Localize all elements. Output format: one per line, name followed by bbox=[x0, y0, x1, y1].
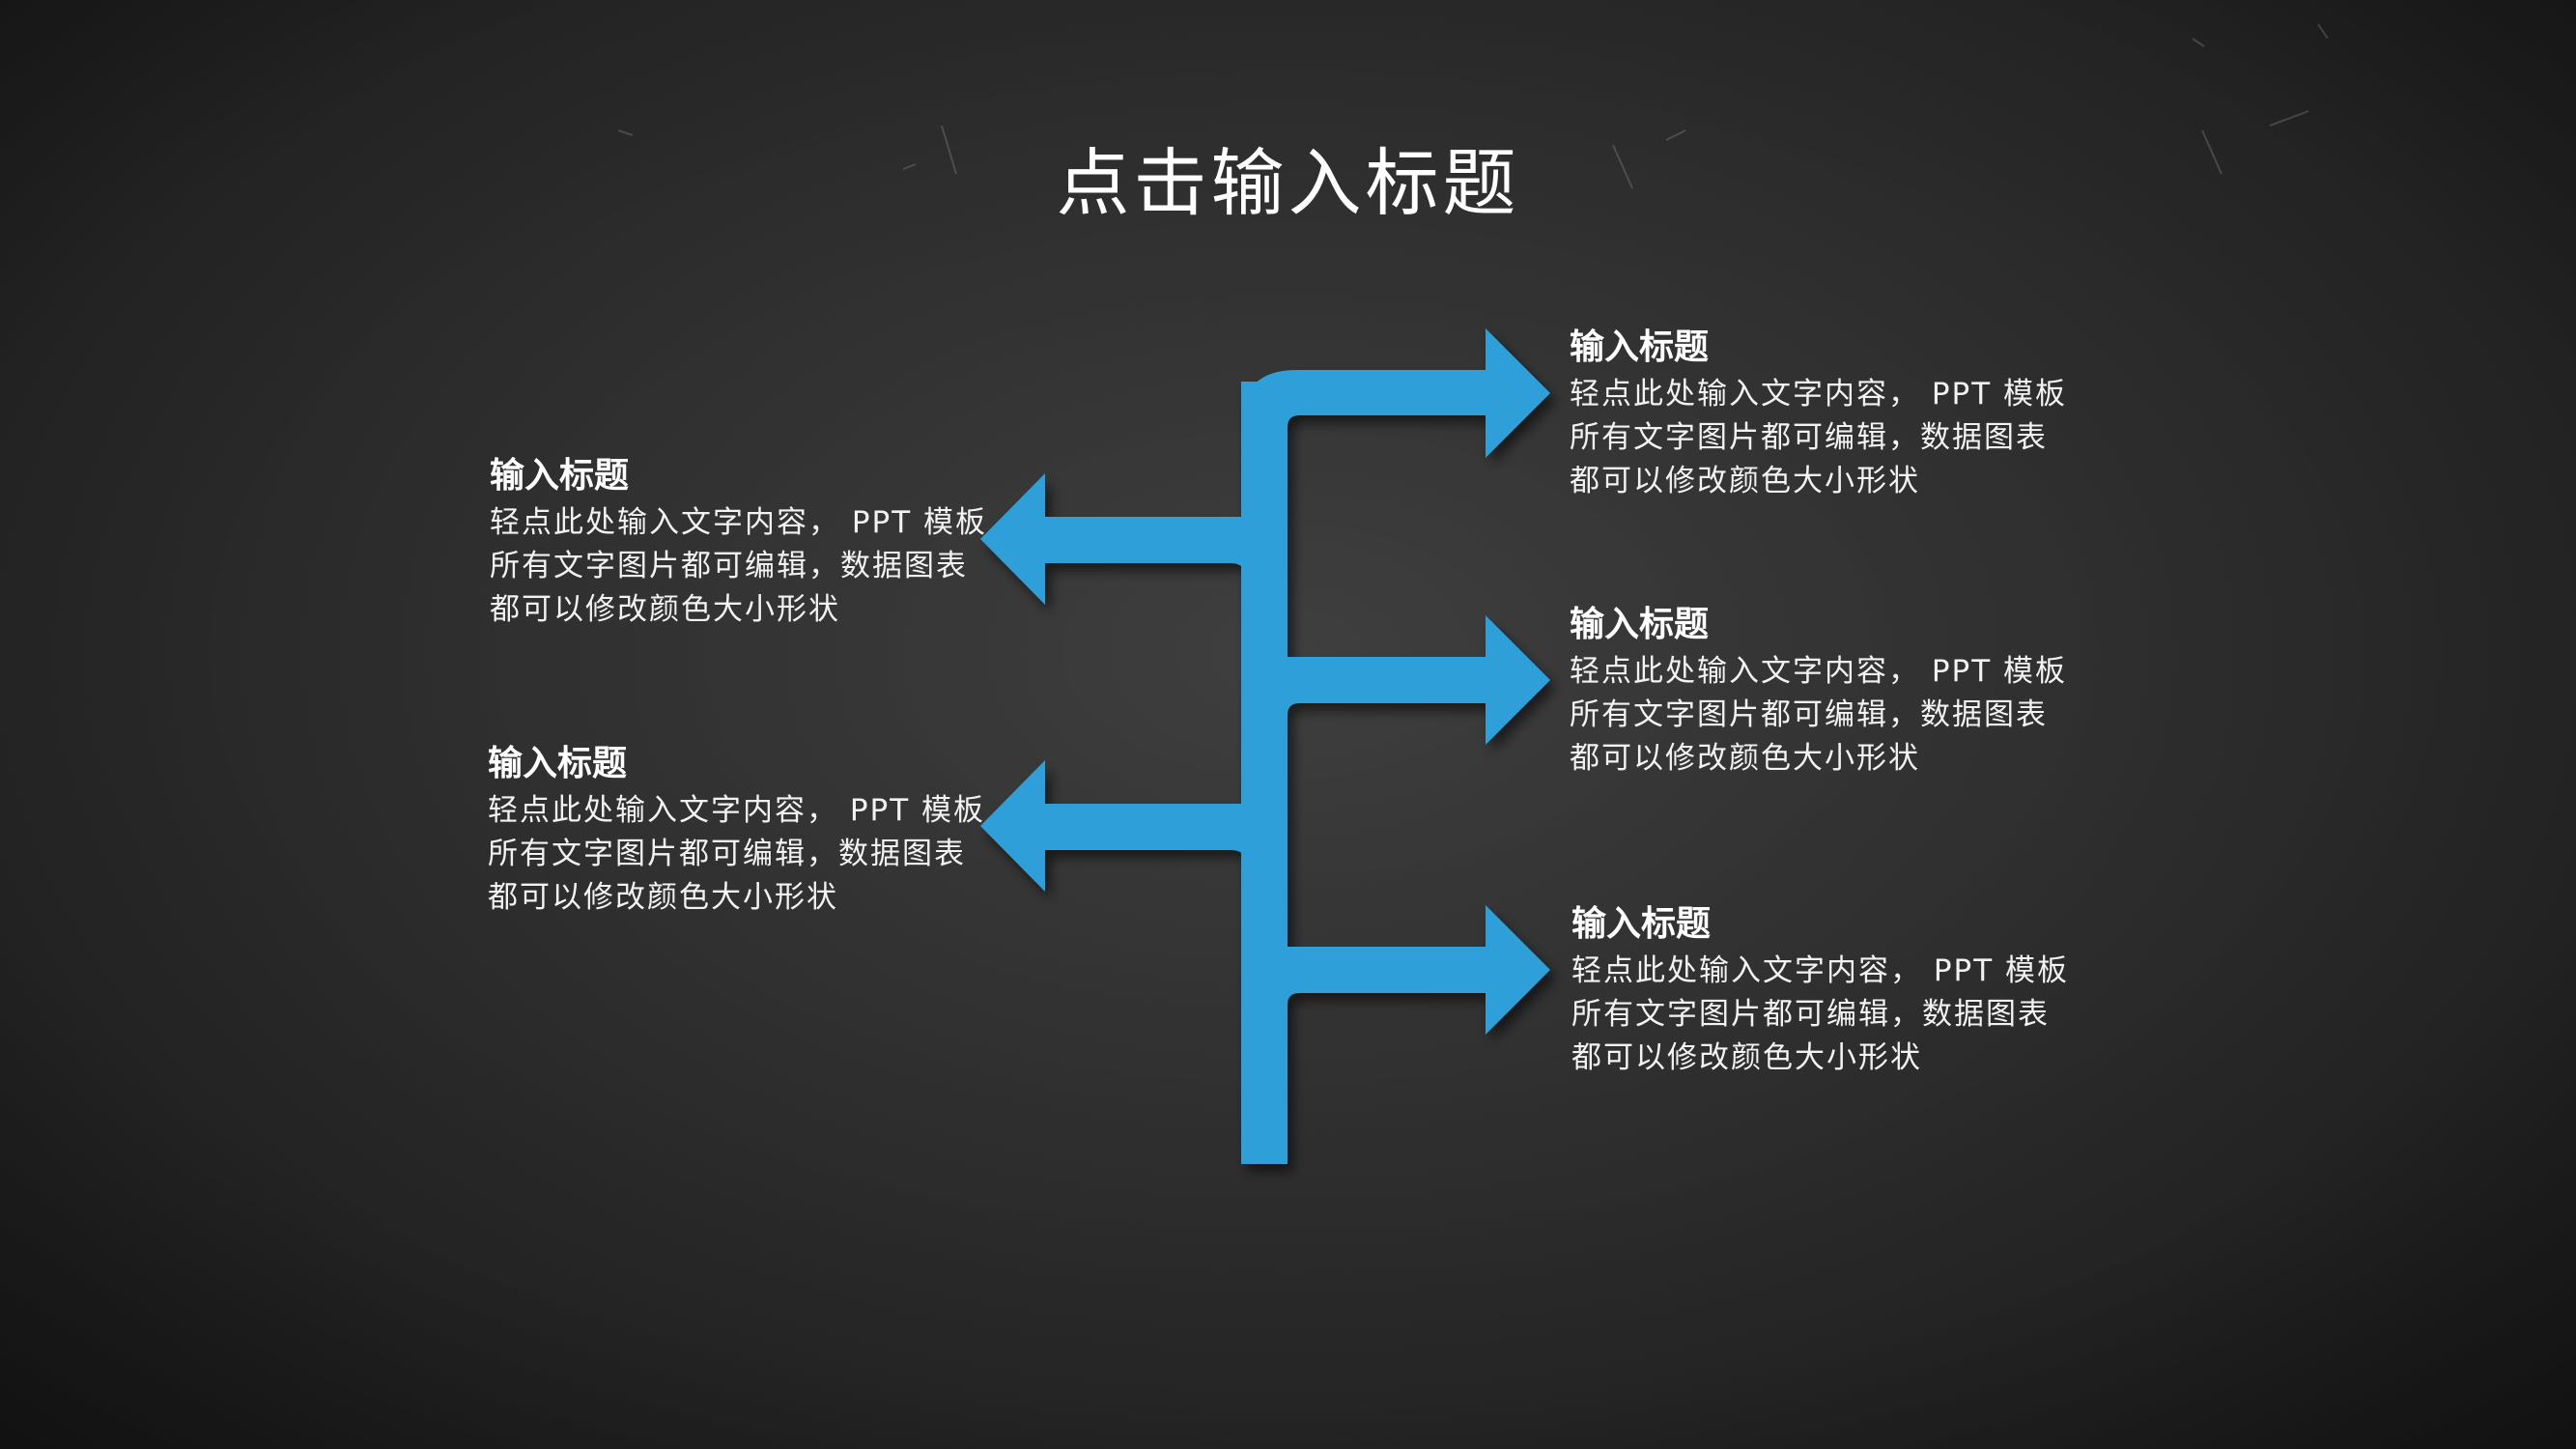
item-body: 轻点此处输入文字内容， PPT 模板所有文字图片都可编辑，数据图表都可以修改颜色… bbox=[488, 793, 986, 915]
text-block-right-middle[interactable]: 输入标题 轻点此处输入文字内容， PPT 模板所有文字图片都可编辑，数据图表都可… bbox=[1570, 602, 2072, 781]
arrowhead-upper-left bbox=[980, 473, 1045, 605]
trunk-stem bbox=[1241, 382, 1288, 1164]
text-block-left-lower[interactable]: 输入标题 轻点此处输入文字内容， PPT 模板所有文字图片都可编辑，数据图表都可… bbox=[488, 741, 990, 920]
item-body: 轻点此处输入文字内容， PPT 模板所有文字图片都可编辑，数据图表都可以修改颜色… bbox=[1570, 654, 2068, 776]
item-body: 轻点此处输入文字内容， PPT 模板所有文字图片都可编辑，数据图表都可以修改颜色… bbox=[1571, 953, 2070, 1075]
item-heading: 输入标题 bbox=[1570, 327, 1710, 367]
text-block-right-bottom[interactable]: 输入标题 轻点此处输入文字内容， PPT 模板所有文字图片都可编辑，数据图表都可… bbox=[1571, 901, 2074, 1080]
item-heading: 输入标题 bbox=[1571, 904, 1712, 944]
text-block-left-upper[interactable]: 输入标题 轻点此处输入文字内容， PPT 模板所有文字图片都可编辑，数据图表都可… bbox=[490, 453, 992, 632]
text-block-right-top[interactable]: 输入标题 轻点此处输入文字内容， PPT 模板所有文字图片都可编辑，数据图表都可… bbox=[1570, 325, 2072, 503]
branch-bottom-right bbox=[1285, 947, 1487, 1005]
arrowhead-lower-left bbox=[980, 760, 1045, 892]
arrowhead-bottom-right bbox=[1486, 905, 1550, 1035]
item-heading: 输入标题 bbox=[488, 744, 628, 783]
arrowhead-middle-right bbox=[1486, 615, 1550, 745]
branch-lower-left bbox=[1043, 804, 1246, 865]
branch-top-right bbox=[1241, 370, 1487, 427]
item-body: 轻点此处输入文字内容， PPT 模板所有文字图片都可编辑，数据图表都可以修改颜色… bbox=[490, 505, 988, 627]
slide-title[interactable]: 点击输入标题 bbox=[1056, 140, 1520, 226]
item-body: 轻点此处输入文字内容， PPT 模板所有文字图片都可编辑，数据图表都可以修改颜色… bbox=[1570, 377, 2068, 498]
arrowhead-top-right bbox=[1486, 328, 1550, 458]
item-heading: 输入标题 bbox=[490, 456, 630, 496]
branch-upper-left bbox=[1043, 517, 1246, 580]
item-heading: 输入标题 bbox=[1570, 605, 1710, 644]
branch-middle-right bbox=[1285, 657, 1487, 715]
